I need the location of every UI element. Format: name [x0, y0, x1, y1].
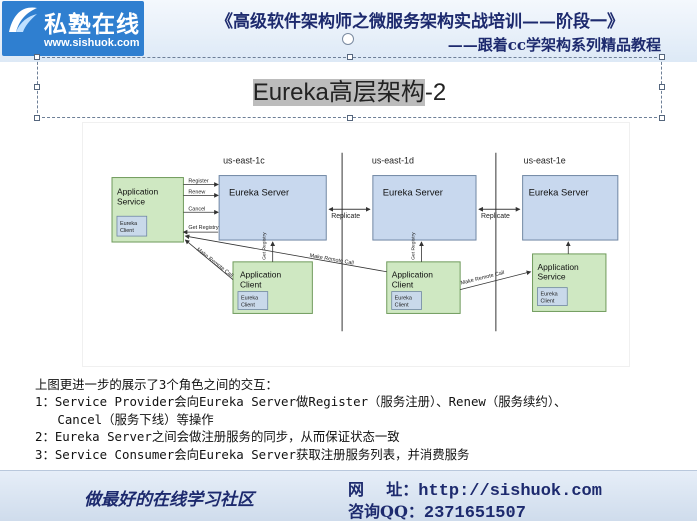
footer-qq: 咨询QQ：2371651507 [348, 498, 526, 521]
resize-handle-bl[interactable] [34, 115, 40, 121]
app-service-left: Application Service Eureka Client [111, 177, 184, 243]
resize-handle-tc[interactable] [347, 54, 353, 60]
resize-handle-bc[interactable] [347, 115, 353, 121]
operation-arrows: Register Renew Cancel Get Registry [182, 179, 219, 235]
replicate-arrows: Replicate Replicate [328, 206, 521, 220]
course-title: 《高级软件架构师之微服务架构实战培训——阶段一》 [216, 12, 624, 32]
body-item-3: 3：Service Consumer会向Eureka Server获取注册服务列… [35, 446, 470, 462]
make-remote-call-2: Make Remote Call [309, 253, 354, 267]
eureka-server-2-label: Eureka Server [383, 186, 443, 197]
logo-url: www.sishuok.com [44, 37, 140, 49]
site-logo: 私塾在线 www.sishuok.com [2, 1, 144, 56]
rotate-handle[interactable] [342, 33, 354, 45]
zone-label-3: us-east-1e [524, 156, 566, 166]
app-client-2: Application Client Eureka Client [386, 261, 461, 314]
resize-handle-tl[interactable] [34, 54, 40, 60]
body-intro: 上图更进一步的展示了3个角色之间的交互： [35, 377, 278, 392]
slide-footer: 做最好的在线学习社区 网 址：http://sishuok.com 咨询QQ：2… [0, 470, 697, 521]
app-service-right-client: Eureka [540, 292, 558, 298]
app-client-2-client2: Client [395, 302, 409, 308]
app-client-1-title2: Client [240, 280, 262, 290]
app-service-left-title: Application [117, 186, 159, 196]
body-item-1-cont: Cancel（服务下线）等操作 [35, 411, 214, 427]
get-registry-label-1: Get Registry [262, 232, 268, 260]
slide-header: 私塾在线 www.sishuok.com 《高级软件架构师之微服务架构实战培训—… [0, 0, 697, 62]
slide-title[interactable]: Eureka高层架构-2 [38, 72, 661, 107]
footer-qq-label: 咨询QQ： [348, 502, 424, 521]
footer-slogan: 做最好的在线学习社区 [84, 490, 254, 510]
logo-icon [9, 7, 37, 32]
body-item-2: 2：Eureka Server之间会做注册服务的同步，从而保证状态一致 [35, 429, 400, 445]
eureka-server-1-label: Eureka Server [229, 186, 289, 197]
title-placeholder[interactable]: Eureka高层架构-2 [34, 54, 665, 121]
resize-handle-br[interactable] [659, 115, 665, 121]
app-client-2-title: Application [392, 270, 434, 280]
eureka-architecture-diagram: us-east-1c us-east-1d us-east-1e Applica… [82, 122, 630, 367]
slide-body: 上图更进一步的展示了3个角色之间的交互： 1：Service Provider会… [35, 376, 685, 463]
op-register: Register [188, 179, 208, 185]
app-service-left-client2: Client [120, 228, 134, 234]
app-client-2-client: Eureka [395, 296, 413, 302]
replicate-label-2: Replicate [481, 213, 510, 220]
app-client-1: Application Client Eureka Client [232, 261, 313, 314]
footer-qq-value: 2371651507 [423, 504, 526, 521]
resize-handle-tr[interactable] [659, 54, 665, 60]
zone-label-1: us-east-1c [223, 156, 265, 166]
app-service-right-title: Application [538, 262, 580, 272]
app-client-1-client2: Client [241, 302, 255, 308]
app-service-right-client2: Client [540, 299, 554, 305]
zone-label-2: us-east-1d [372, 156, 414, 166]
slide-title-highlight: Eureka高层架构 [252, 79, 425, 106]
app-service-right: Application Service Eureka Client [532, 253, 607, 312]
op-cancel: Cancel [188, 206, 205, 212]
body-item-1: 1：Service Provider会向Eureka Server做Regist… [35, 394, 567, 410]
resize-handle-mr[interactable] [659, 84, 665, 90]
app-service-right-title2: Service [538, 272, 566, 282]
eureka-server-2: Eureka Server [372, 175, 477, 241]
resize-handle-ml[interactable] [34, 84, 40, 90]
op-get-registry: Get Registry [188, 225, 218, 231]
eureka-server-3: Eureka Server [522, 175, 619, 241]
footer-site-link[interactable]: http://sishuok.com [418, 482, 602, 501]
app-client-1-client: Eureka [241, 296, 259, 302]
eureka-server-1: Eureka Server [218, 175, 327, 241]
get-registry-label-2: Get Registry [411, 232, 417, 260]
course-subtitle: ——跟着cc学架构系列精品教程 [447, 36, 661, 54]
make-remote-call-1: Make Remote Call [195, 247, 234, 279]
replicate-label-1: Replicate [331, 213, 360, 220]
slide-title-suffix: -2 [424, 79, 447, 106]
eureka-server-3-label: Eureka Server [529, 186, 589, 197]
app-service-left-title2: Service [117, 196, 145, 206]
app-client-1-title: Application [240, 270, 282, 280]
op-renew: Renew [188, 189, 205, 195]
app-service-left-client: Eureka [120, 221, 138, 227]
app-client-2-title2: Client [392, 280, 414, 290]
logo-name: 私塾在线 [44, 12, 140, 38]
footer-site: 网 址：http://sishuok.com [348, 476, 602, 501]
footer-site-label: 网 址： [348, 480, 419, 499]
